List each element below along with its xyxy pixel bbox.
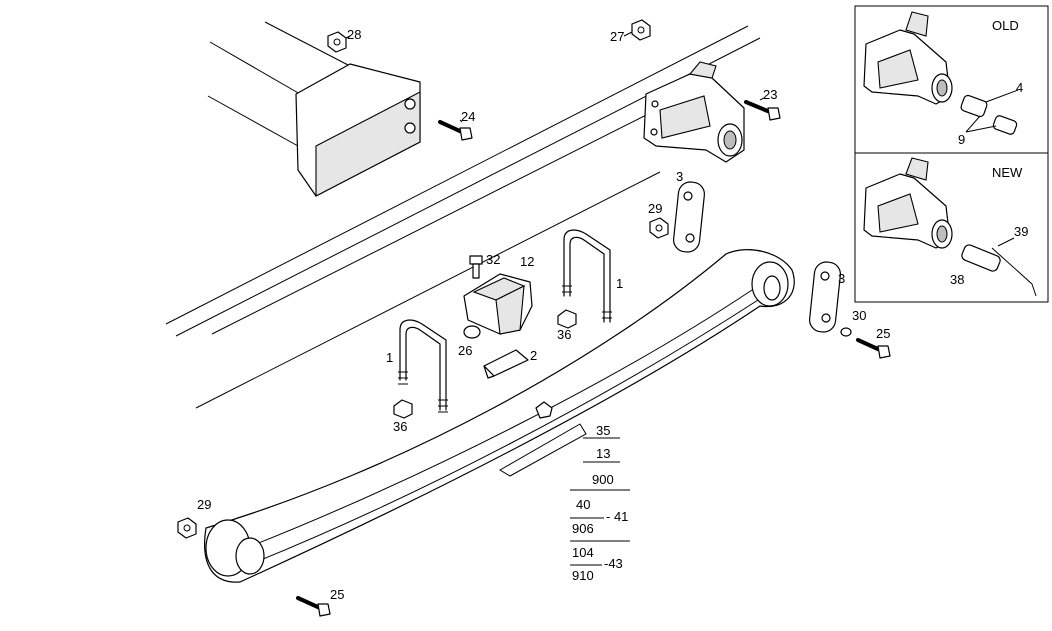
callout-1-right: 1: [616, 276, 623, 291]
callouts: 28 27 24 23 3 29 32 12 1 3 30 25 36 26 2…: [197, 27, 890, 602]
callout-24: 24: [461, 109, 475, 124]
callout-36-left: 36: [393, 419, 407, 434]
u-bolt-a: [398, 319, 448, 413]
callout-29-top: 29: [648, 201, 662, 216]
bolt-32: [469, 255, 483, 279]
callout-1-left: 1: [386, 350, 393, 365]
cross-member: [207, 21, 421, 197]
nut-27: [631, 19, 651, 41]
callout-27: 27: [610, 29, 624, 44]
stack-910: 910: [572, 568, 594, 583]
stack-104: 104: [572, 545, 594, 560]
nut-28: [327, 31, 347, 53]
nut-26: [463, 325, 481, 339]
callout-26: 26: [458, 343, 472, 358]
callout-23: 23: [763, 87, 777, 102]
callout-30: 30: [852, 308, 866, 323]
callout-36-right: 36: [557, 327, 571, 342]
callout-3-right: 3: [838, 271, 845, 286]
stack-40: 40: [576, 497, 590, 512]
bolt-25-right: [856, 338, 891, 359]
stack-41: - 41: [606, 509, 628, 524]
stack-13: 13: [596, 446, 610, 461]
plate-bracket: [483, 349, 529, 379]
inset-new-callout-39: 39: [1014, 224, 1028, 239]
nut-29-bottom: [177, 517, 197, 539]
stack-906: 906: [572, 521, 594, 536]
shackle-plate-a: [673, 181, 705, 253]
inset-old-callout-4: 4: [1016, 80, 1023, 95]
callout-12: 12: [520, 254, 534, 269]
washer-30: [840, 327, 852, 337]
stack-900: 900: [592, 472, 614, 487]
inset-old-callout-9: 9: [958, 132, 965, 147]
part-number-stack: 35 13 900 40 906 - 41 104 910 -43: [572, 423, 628, 583]
front-spring-hanger: [643, 61, 745, 163]
shackle-plate-b: [809, 261, 841, 333]
callout-29-bottom: 29: [197, 497, 211, 512]
bolt-24: [438, 120, 473, 141]
bolt-23: [744, 100, 781, 121]
inset-new-title: NEW: [992, 165, 1023, 180]
leader-lines: [345, 31, 765, 566]
nut-36-left: [393, 399, 413, 419]
inset-old-title: OLD: [992, 18, 1019, 33]
inset-new-callout-38: 38: [950, 272, 964, 287]
u-bolt-b: [562, 229, 612, 323]
callout-25-right: 25: [876, 326, 890, 341]
callout-2: 2: [530, 348, 537, 363]
stack-35: 35: [596, 423, 610, 438]
bolt-25-bottom: [296, 596, 331, 617]
stack-43: -43: [604, 556, 623, 571]
leaf-spring: [204, 249, 795, 583]
inset-panel: OLD 4 9 NEW 39 38: [854, 5, 1049, 303]
callout-28: 28: [347, 27, 361, 42]
callout-3-top: 3: [676, 169, 683, 184]
nut-29-top: [649, 217, 669, 239]
callout-32: 32: [486, 252, 500, 267]
nut-36-right: [557, 309, 577, 329]
inset-old: OLD 4 9: [863, 11, 1023, 147]
callout-25-bottom: 25: [330, 587, 344, 602]
spring-seat: [463, 273, 533, 335]
inset-new: NEW 39 38: [863, 157, 1037, 297]
nut-center: [535, 401, 553, 419]
